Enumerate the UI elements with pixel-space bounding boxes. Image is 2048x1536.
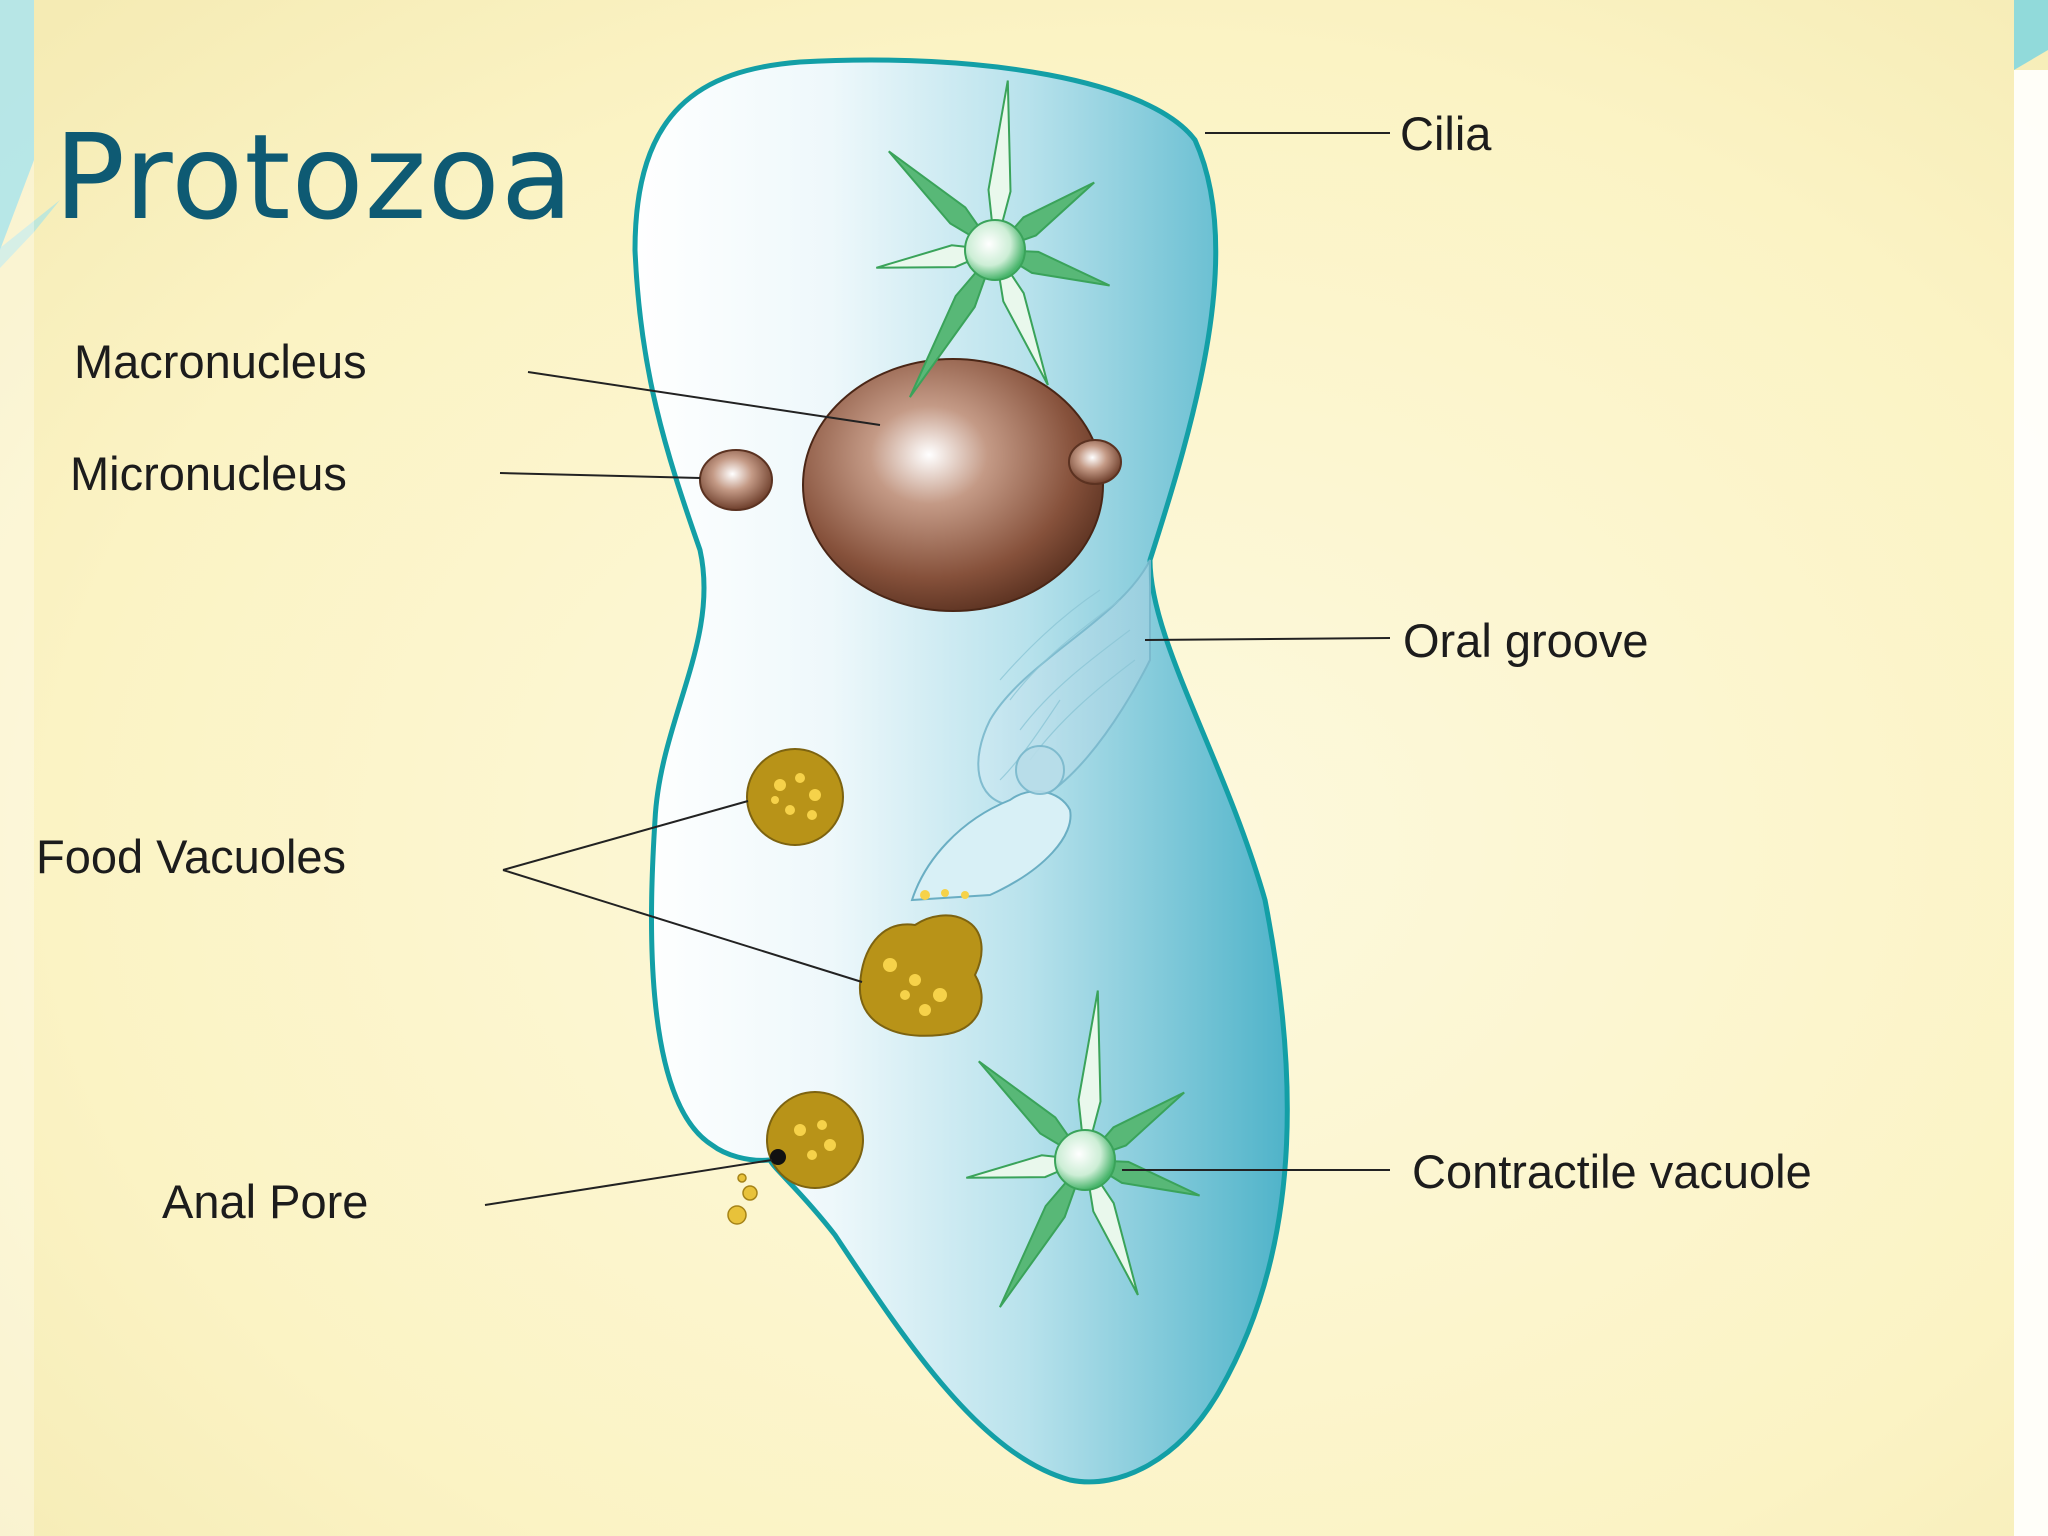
slide-title: Protozoa (54, 108, 575, 246)
left-swoosh-decoration (0, 0, 34, 250)
label-micronucleus: Micronucleus (70, 447, 347, 500)
label-anal-pore: Anal Pore (162, 1175, 369, 1228)
micronucleus (699, 449, 773, 511)
food-vacuole (858, 914, 983, 1037)
contractile-vacuole (966, 990, 1201, 1308)
contractile-vacuole-canal (994, 249, 1049, 386)
contractile-vacuole-canal (1084, 1159, 1139, 1296)
label-oral-groove: Oral groove (1403, 614, 1649, 667)
micronucleus-leader (499, 472, 701, 479)
contractile-vacuole-canal (888, 150, 996, 251)
oral-groove-leader (1144, 637, 1391, 641)
contractile-vacuole-canal (998, 1159, 1086, 1308)
contractile-vacuole-canal (978, 1060, 1086, 1161)
label-food-vacuoles: Food Vacuoles (36, 830, 347, 883)
label-cilia: Cilia (1400, 107, 1492, 160)
right-swoosh-decoration (2014, 0, 2048, 70)
anal-pore (770, 1149, 786, 1165)
leader-lines (484, 132, 1391, 1206)
contractile-vacuole-core (964, 219, 1026, 281)
contractile-vacuole-canal (987, 80, 1012, 251)
food-vacuole (746, 748, 844, 846)
anal-pore-leader (484, 1159, 773, 1206)
food-vacuoles-leader-2 (502, 869, 863, 983)
macronucleus (802, 358, 1104, 612)
micronucleus (1068, 439, 1122, 485)
contractile-vacuole-core (1054, 1129, 1116, 1191)
contractile-vacuole-canal (908, 249, 996, 398)
label-contractile-vacuole: Contractile vacuole (1412, 1145, 1812, 1198)
contractile-vacuole-canal (1077, 990, 1102, 1161)
contractile-vacuole (876, 80, 1111, 398)
food-vacuole (766, 1091, 864, 1189)
food-vacuoles-leader-1 (502, 800, 749, 871)
food-vacuole-granules (771, 773, 821, 820)
gullet (910, 790, 1072, 902)
label-macronucleus: Macronucleus (74, 335, 367, 388)
macronucleus-leader (527, 371, 881, 426)
expelled-waste (727, 1173, 758, 1225)
